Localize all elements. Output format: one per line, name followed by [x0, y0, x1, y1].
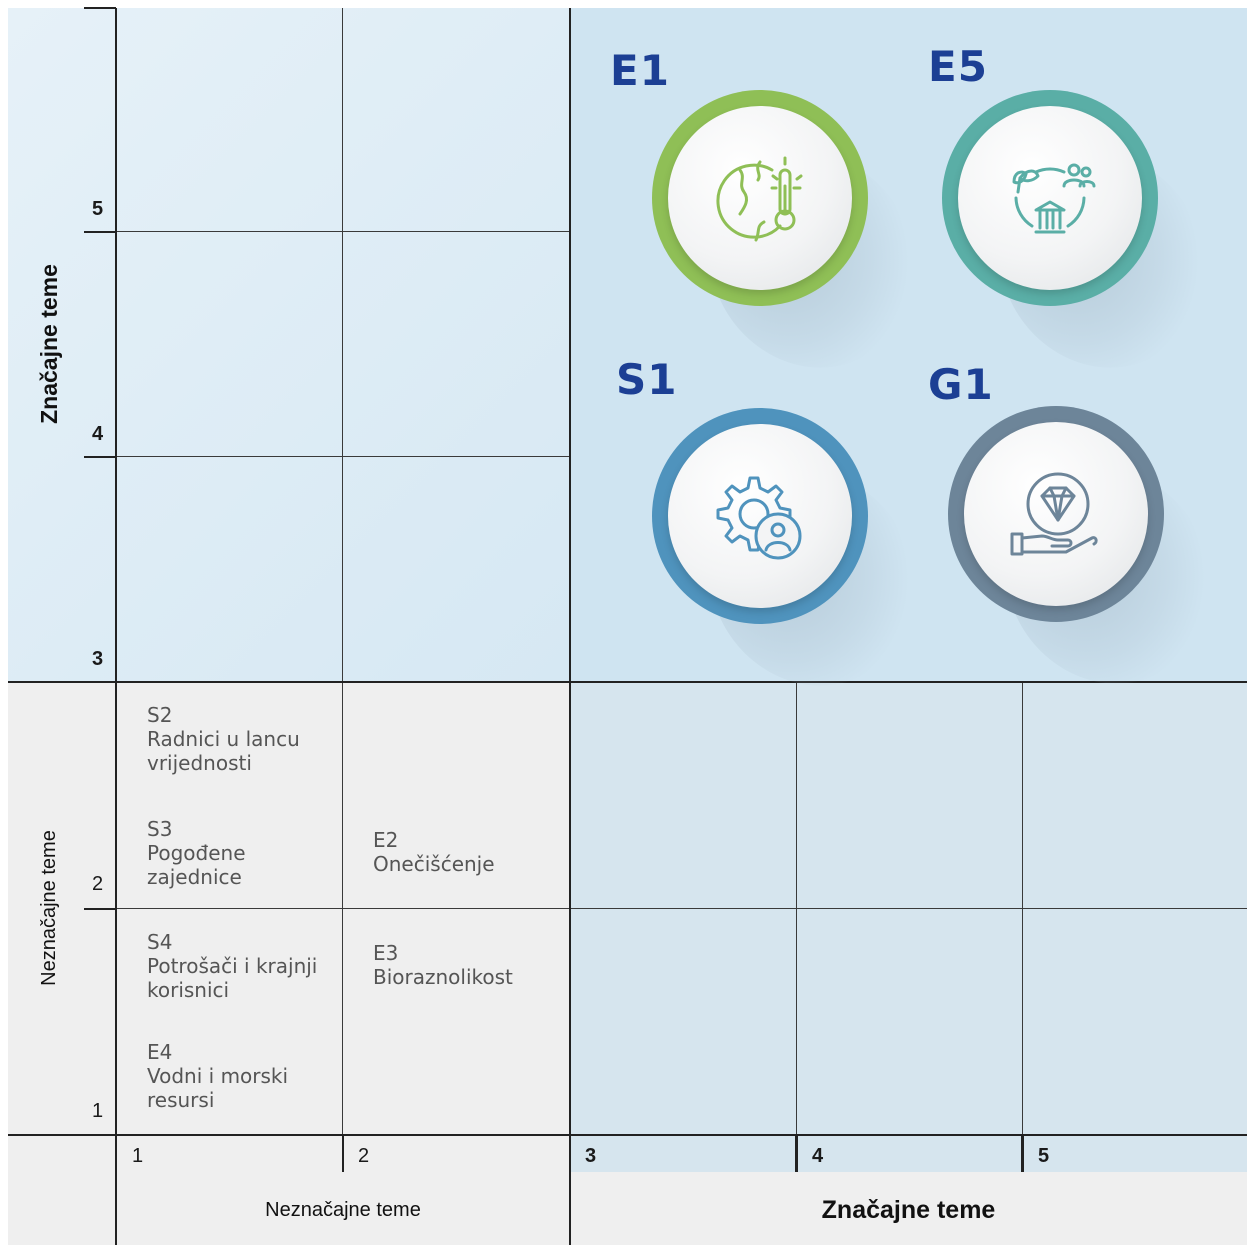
topic-name: Potrošači i krajnji korisnici — [147, 954, 318, 1002]
material-badge-g1 — [948, 406, 1247, 722]
topic-s3: S3 Pogođene zajednice — [147, 817, 307, 889]
grid-line — [116, 456, 570, 457]
topic-s4: S4 Potrošači i krajnji korisnici — [147, 930, 337, 1002]
topic-name: Onečišćenje — [373, 852, 495, 876]
x-tick-mark — [1021, 1135, 1024, 1172]
topic-e3: E3 Bioraznolikost — [373, 941, 563, 989]
x-axis-title-high: Značajne teme — [821, 1196, 996, 1224]
grid-line — [116, 231, 570, 232]
topic-code: E4 — [147, 1040, 173, 1064]
material-badge-s1 — [652, 408, 954, 724]
diamond-hand-icon — [1010, 472, 1098, 556]
x-axis-low-band — [8, 1135, 570, 1245]
y-tick-mark — [84, 456, 116, 458]
non-material-quadrant-top — [8, 8, 570, 682]
topic-code: E3 — [373, 941, 399, 965]
material-badge-e5 — [942, 90, 1244, 406]
topic-code: E2 — [373, 828, 399, 852]
y-tick-mark — [84, 7, 116, 9]
material-code-g1: G1 — [928, 360, 994, 409]
x-tick-label: 4 — [812, 1145, 824, 1167]
y-axis-line — [115, 8, 117, 1245]
badge-face — [668, 106, 852, 290]
badge-face — [958, 106, 1142, 290]
x-tick-mark — [342, 1135, 344, 1172]
y-tick-label: 2 — [92, 873, 104, 895]
material-code-e5: E5 — [928, 42, 988, 91]
topic-code: S3 — [147, 817, 173, 841]
mid-vertical-line — [569, 8, 571, 1245]
x-axis-line — [8, 1134, 1247, 1136]
topic-s2: S2 Radnici u lancu vrijednosti — [147, 703, 327, 775]
badge-face — [964, 422, 1148, 606]
topic-name: Vodni i morski resursi — [147, 1064, 289, 1112]
y-axis-title-low: Neznačajne teme — [38, 830, 60, 986]
topic-code: S2 — [147, 703, 173, 727]
topic-e4: E4 Vodni i morski resursi — [147, 1040, 317, 1112]
grid-line — [116, 908, 1247, 909]
badge-face — [668, 424, 852, 608]
x-tick-label: 2 — [358, 1145, 370, 1167]
y-tick-mark — [84, 908, 116, 910]
y-axis-title-high: Značajne teme — [36, 264, 62, 424]
y-tick-label: 1 — [92, 1100, 104, 1122]
circular-economy-icon — [1012, 163, 1096, 234]
grid-line — [796, 682, 797, 1135]
material-code-s1: S1 — [616, 355, 678, 404]
y-tick-label: 4 — [92, 423, 104, 445]
gear-person-icon — [716, 476, 802, 560]
x-tick-label: 3 — [585, 1145, 597, 1167]
y-tick-label: 3 — [92, 648, 104, 670]
topic-name: Radnici u lancu vrijednosti — [147, 727, 300, 775]
topic-e2: E2 Onečišćenje — [373, 828, 563, 876]
globe-thermometer-icon — [716, 156, 803, 242]
x-axis-high-band — [570, 1172, 1247, 1245]
material-code-e1: E1 — [610, 46, 670, 95]
y-tick-label: 5 — [92, 198, 104, 220]
topic-name: Bioraznolikost — [373, 965, 513, 989]
grid-line — [1022, 682, 1023, 1135]
topic-name: Pogođene zajednice — [147, 841, 246, 889]
x-tick-label: 5 — [1038, 1145, 1050, 1167]
y-tick-mark — [84, 231, 116, 233]
x-axis-title-low: Neznačajne teme — [265, 1199, 421, 1221]
x-tick-label: 1 — [132, 1145, 144, 1167]
grid-line — [342, 8, 343, 1135]
topic-code: S4 — [147, 930, 173, 954]
material-badge-e1 — [652, 90, 954, 406]
x-axis-high-tick-band — [570, 1135, 1247, 1172]
x-tick-mark — [795, 1135, 798, 1172]
mid-horizontal-line — [8, 681, 1247, 683]
